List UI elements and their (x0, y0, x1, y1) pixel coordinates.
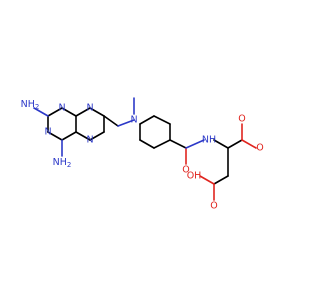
atom-labels: NH2 NH2 N N N N N O NH O O O OH (21, 99, 264, 212)
acid-hydroxyl: OH (187, 171, 202, 182)
bond (213, 175, 229, 185)
bond (241, 139, 257, 149)
bond (47, 131, 63, 141)
ring-nitrogen: N (86, 103, 93, 114)
bond (117, 119, 135, 127)
amine-nh2-top: NH2 (21, 99, 40, 112)
bond (213, 139, 229, 149)
bond (199, 175, 215, 185)
bond (75, 131, 91, 141)
bond (89, 107, 105, 117)
ring-nitrogen: N (58, 103, 65, 114)
amide-oxygen: O (182, 165, 189, 176)
molecule-structure: NH2 NH2 N N N N N O NH O O O OH (21, 97, 264, 212)
ring-nitrogen: N (86, 135, 93, 146)
bond (139, 139, 155, 149)
acid-oxygen: O (210, 201, 217, 212)
bond (139, 115, 155, 125)
bond (169, 139, 187, 149)
amine-nh2-bottom: NH2 (53, 157, 72, 170)
ester-oxygen: O (256, 143, 263, 154)
bond (61, 131, 77, 141)
bond (33, 107, 49, 117)
bond (103, 115, 119, 127)
bond (47, 107, 63, 117)
methyl-nitrogen: N (130, 115, 137, 126)
bond (185, 139, 205, 149)
bond (153, 139, 171, 149)
bond (227, 139, 243, 149)
amide-nh: NH (202, 135, 216, 146)
bonds (33, 97, 257, 201)
ring-nitrogen: N (44, 127, 51, 138)
bond (89, 131, 105, 141)
bond (153, 115, 171, 125)
ester-carbonyl-oxygen: O (238, 114, 245, 125)
bond (61, 107, 77, 117)
bond (75, 107, 91, 117)
